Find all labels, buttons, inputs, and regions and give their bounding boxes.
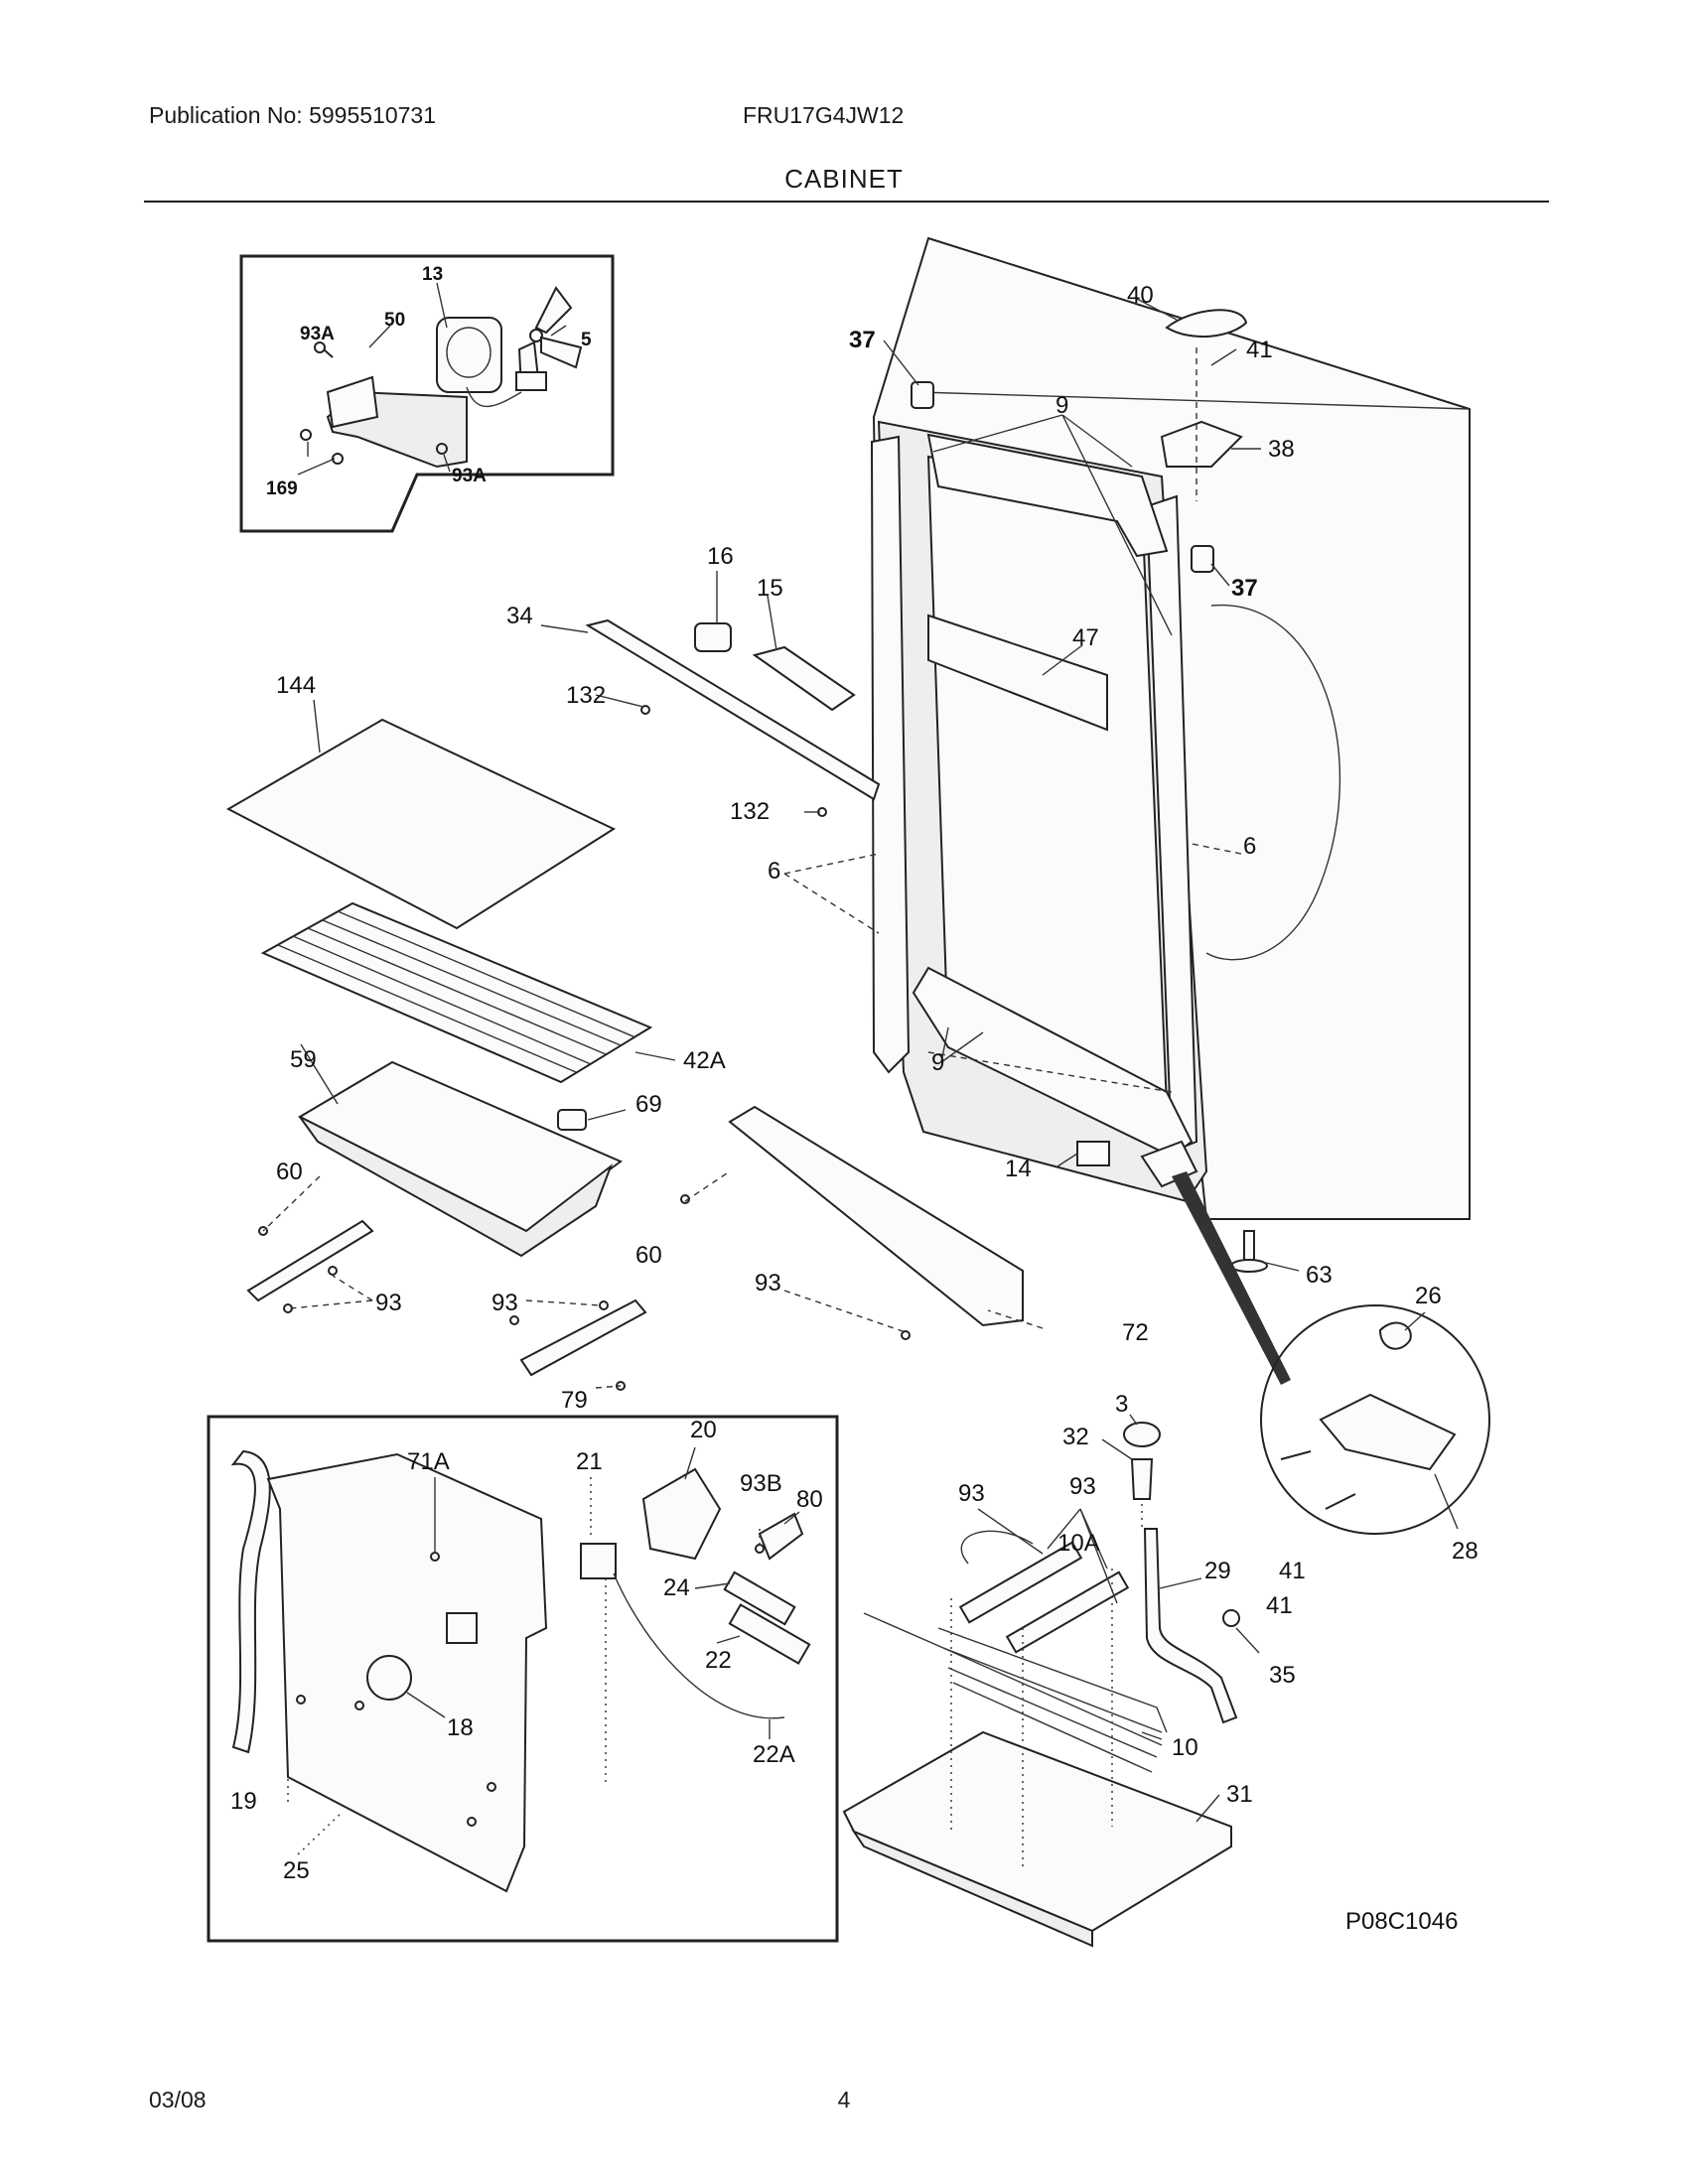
callout-132: 132 <box>566 682 606 709</box>
figure-code: P08C1046 <box>1345 1908 1458 1935</box>
callout-10: 10 <box>1172 1734 1198 1761</box>
callout-21: 21 <box>576 1448 603 1475</box>
callout-10a: 10A <box>1057 1530 1100 1557</box>
callout-93a-b: 93A <box>452 466 487 486</box>
cabinet-body <box>783 236 1471 1220</box>
callout-22: 22 <box>705 1647 732 1674</box>
callout-13: 13 <box>422 264 443 285</box>
callout-79: 79 <box>561 1387 588 1414</box>
callout-41: 41 <box>1246 337 1273 363</box>
callout-24: 24 <box>663 1574 690 1601</box>
callout-93-b: 93 <box>755 1270 781 1297</box>
callout-80: 80 <box>796 1486 823 1513</box>
callout-93-c: 93 <box>492 1290 518 1316</box>
callout-15: 15 <box>757 575 783 602</box>
callout-29: 29 <box>1204 1558 1231 1584</box>
evaporator-cover-inset <box>207 1415 839 1943</box>
page-number: 4 <box>837 2087 851 2113</box>
callout-3: 3 <box>1115 1391 1128 1418</box>
callout-169: 169 <box>266 478 298 499</box>
callout-14: 14 <box>1005 1156 1032 1182</box>
publication-number: Publication No: 5995510731 <box>149 102 437 128</box>
callout-72: 72 <box>1122 1319 1149 1346</box>
callout-50: 50 <box>384 310 405 331</box>
callout-labels: 13 93A 50 5 169 93A 40 41 37 9 38 37 16 … <box>230 264 1478 1935</box>
callout-20: 20 <box>690 1417 717 1443</box>
callout-41-b: 41 <box>1279 1558 1306 1584</box>
callout-9: 9 <box>1055 392 1068 419</box>
callout-93a: 93A <box>300 324 335 344</box>
callout-40: 40 <box>1127 282 1154 309</box>
callout-71a: 71A <box>407 1448 450 1475</box>
callout-93b: 93B <box>740 1470 782 1497</box>
callout-38: 38 <box>1268 436 1295 463</box>
callout-93-e: 93 <box>1069 1473 1096 1500</box>
callout-132-b: 132 <box>730 798 770 825</box>
callout-28: 28 <box>1452 1538 1478 1565</box>
callout-93-d: 93 <box>958 1480 985 1507</box>
callout-93: 93 <box>375 1290 402 1316</box>
callout-69: 69 <box>635 1091 662 1118</box>
callout-41-c: 41 <box>1266 1592 1293 1619</box>
callout-26: 26 <box>1415 1283 1442 1309</box>
callout-6-b: 6 <box>1243 833 1256 860</box>
callout-37: 37 <box>849 327 876 353</box>
callout-6: 6 <box>768 858 780 885</box>
callout-5: 5 <box>581 330 592 350</box>
callout-31: 31 <box>1226 1781 1253 1808</box>
fan-motor-inset <box>239 254 615 533</box>
callout-35: 35 <box>1269 1662 1296 1689</box>
callout-19: 19 <box>230 1788 257 1815</box>
header-rule <box>144 201 1549 203</box>
section-title: CABINET <box>784 164 904 194</box>
drain-pan-assembly <box>842 1414 1260 1948</box>
footer-date: 03/08 <box>149 2087 207 2113</box>
callout-42a: 42A <box>683 1047 726 1074</box>
callout-144: 144 <box>276 672 316 699</box>
callout-60: 60 <box>276 1159 303 1185</box>
shelves <box>225 571 1300 1391</box>
callout-60-b: 60 <box>635 1242 662 1269</box>
callout-22a: 22A <box>753 1741 795 1768</box>
model-number: FRU17G4JW12 <box>743 102 905 128</box>
callout-37-b: 37 <box>1231 575 1258 602</box>
callout-63: 63 <box>1306 1262 1333 1289</box>
hinge-detail <box>1172 1171 1490 1535</box>
callout-47: 47 <box>1072 624 1099 651</box>
callout-25: 25 <box>283 1857 310 1884</box>
callout-34: 34 <box>506 603 533 629</box>
callout-16: 16 <box>707 543 734 570</box>
callout-18: 18 <box>447 1714 474 1741</box>
callout-59: 59 <box>290 1046 317 1073</box>
callout-32: 32 <box>1062 1424 1089 1450</box>
callout-9-b: 9 <box>931 1049 944 1076</box>
